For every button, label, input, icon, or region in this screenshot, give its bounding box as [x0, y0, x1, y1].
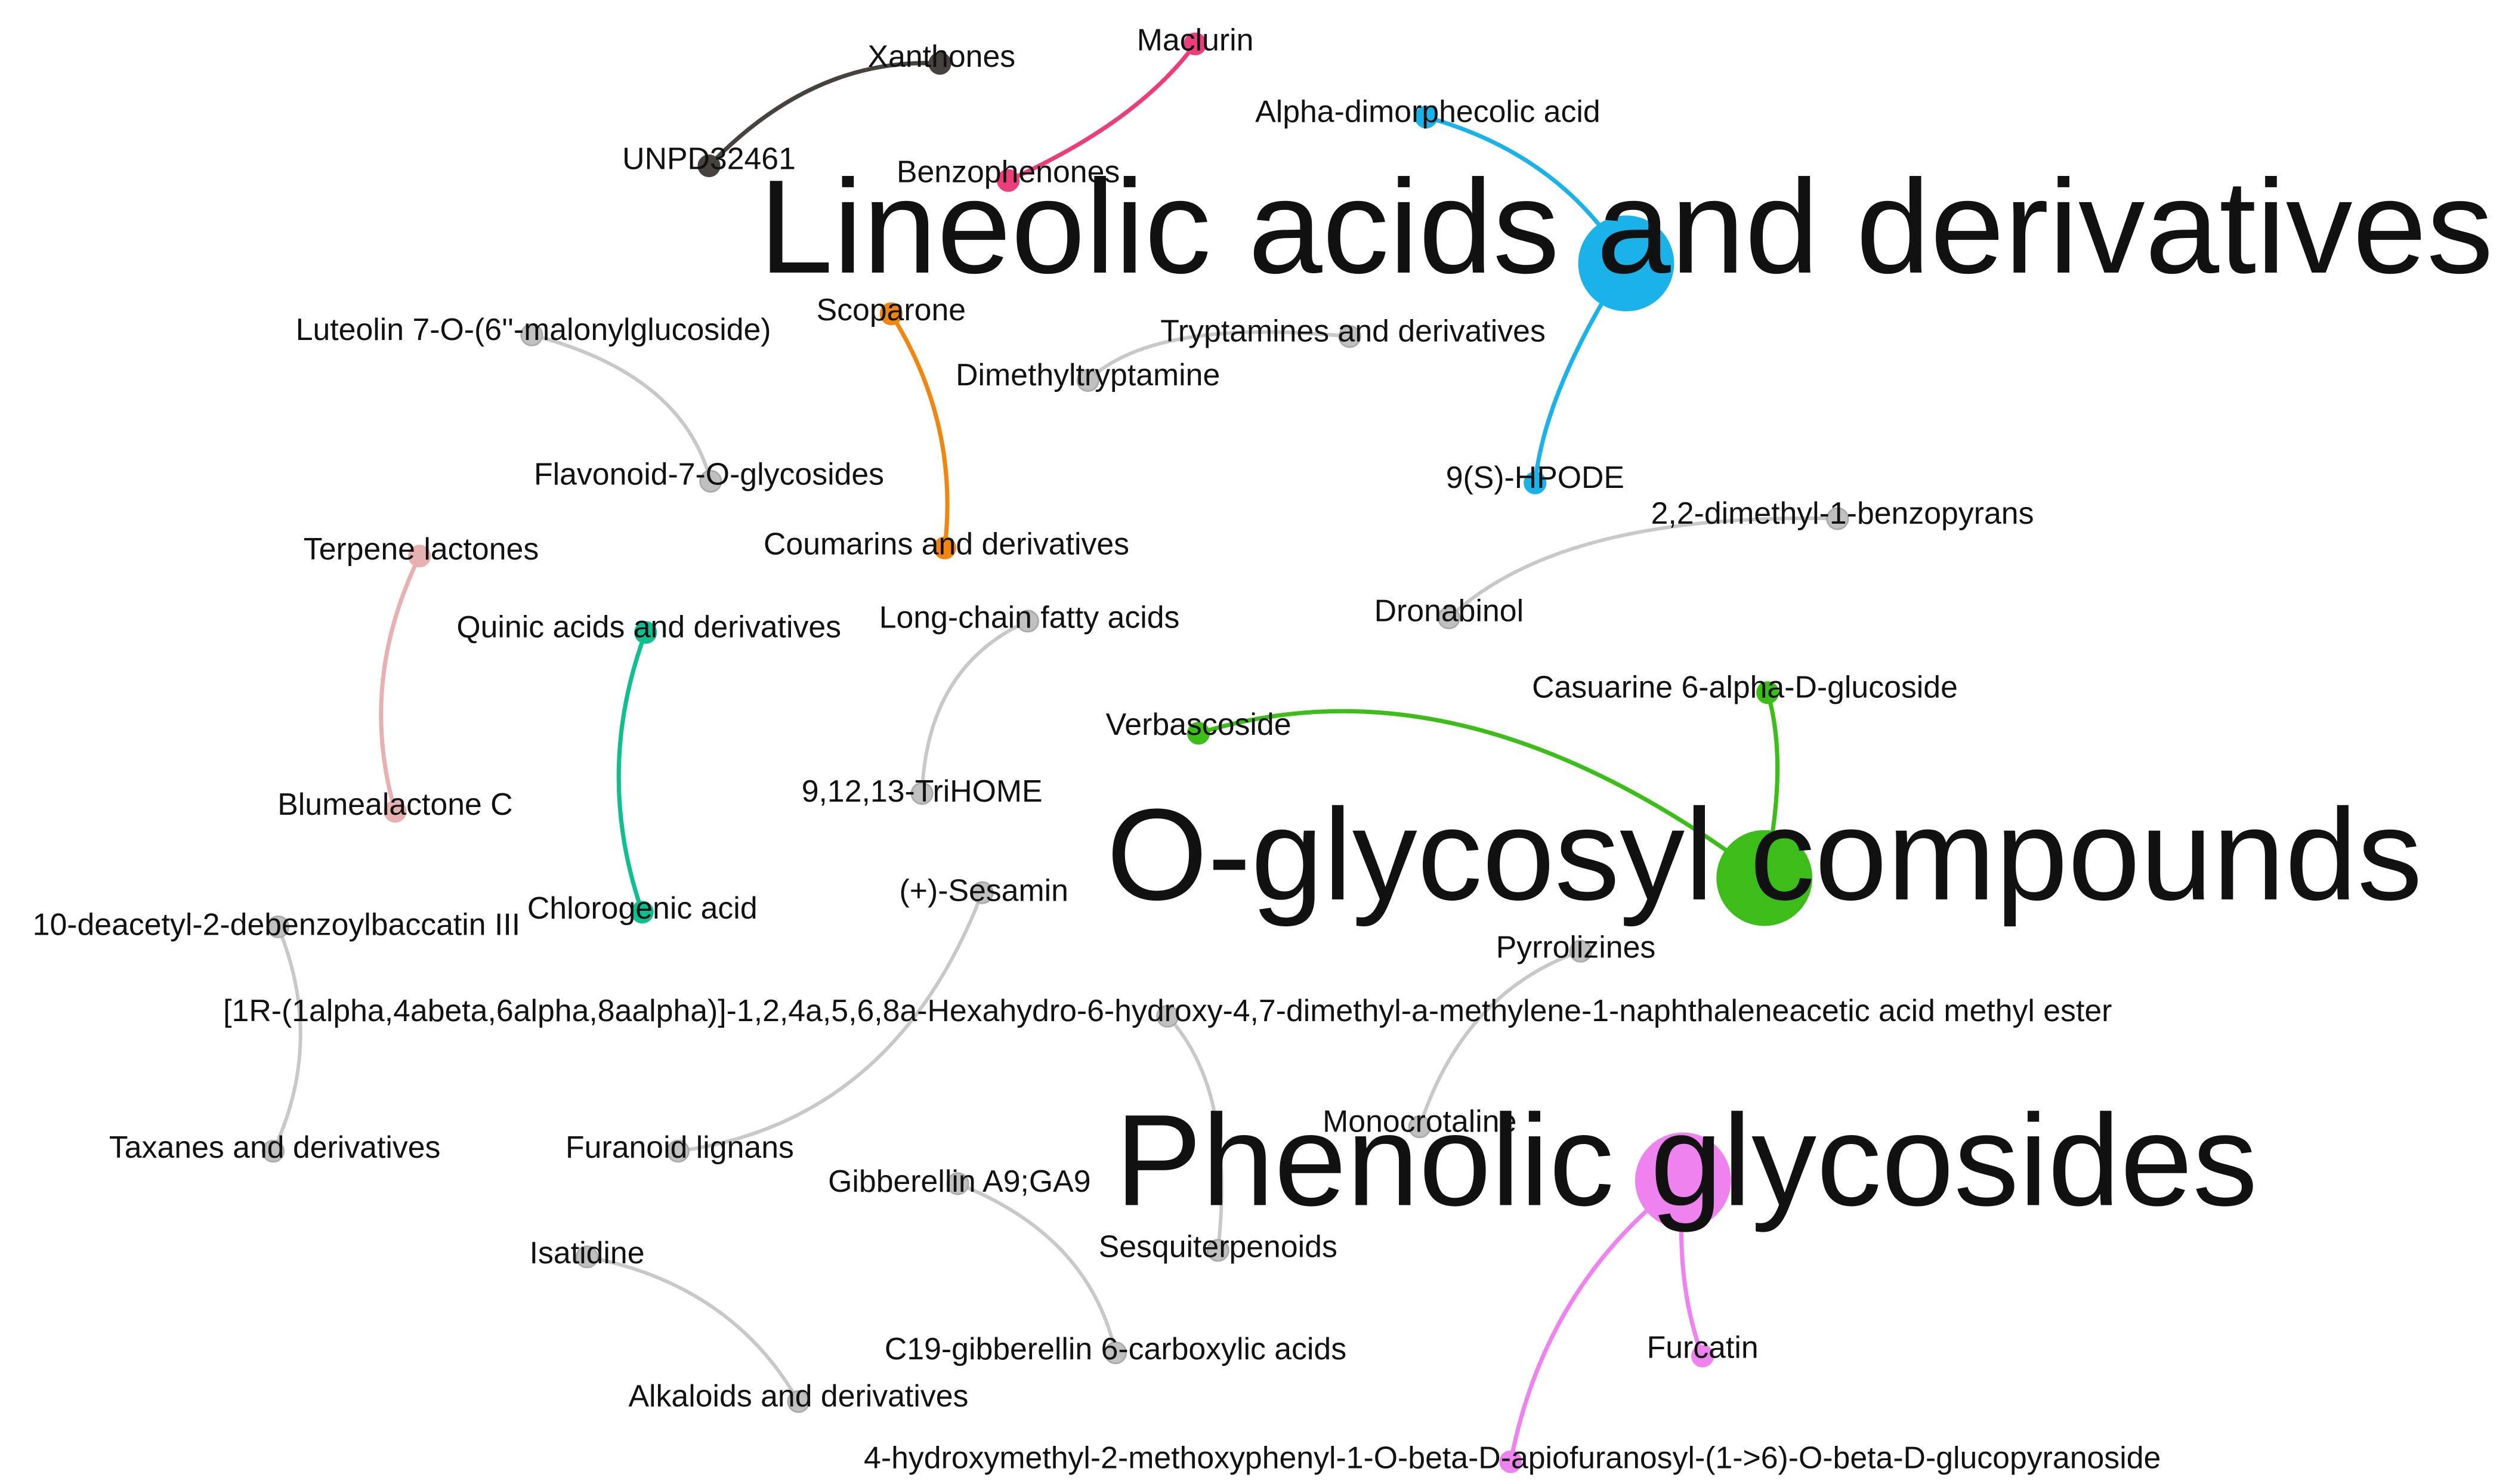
node-flavonoid[interactable] [699, 469, 722, 493]
edge-benzopyrans-dronabinol [1447, 517, 1838, 620]
node-trihome[interactable] [910, 782, 934, 805]
label-sesamin: (+)-Sesamin [900, 873, 1068, 907]
label-c19: C19-gibberellin 6-carboxylic acids [885, 1331, 1346, 1366]
edge-hexahydro-sesquiterpenoids [1166, 1015, 1223, 1251]
label-verbascoside: Verbascoside [1106, 707, 1292, 741]
edge-terpene-blumea [379, 555, 422, 812]
node-maclurin[interactable] [1184, 32, 1207, 55]
label-longchain: Long-chain fatty acids [879, 599, 1180, 634]
node-deacetyl[interactable] [267, 915, 290, 938]
edge-tryptamines-dmt [1086, 330, 1350, 382]
label-xanthones: Xanthones [868, 39, 1016, 73]
label-casuarine: Casuarine 6-alpha-D-glucoside [1532, 670, 1958, 704]
node-unpd[interactable] [697, 154, 721, 178]
label-pyrrolizines: Pyrrolizines [1496, 930, 1656, 964]
label-maclurin: Maclurin [1137, 23, 1254, 57]
node-verbascoside[interactable] [1187, 722, 1210, 745]
label-furcatin: Furcatin [1647, 1330, 1759, 1364]
label-gibberellin: Gibberellin A9;GA9 [828, 1164, 1090, 1198]
node-dmt[interactable] [1076, 369, 1099, 392]
node-longchain[interactable] [1016, 610, 1039, 633]
node-sesamin[interactable] [971, 881, 994, 904]
node-hydroxymethyl[interactable] [1499, 1450, 1522, 1473]
edge-pyrrolizines-monocrotaline [1417, 949, 1581, 1128]
label-dmt: Dimethyltryptamine [956, 357, 1220, 392]
node-taxanes[interactable] [261, 1139, 285, 1163]
label-trihome: 9,12,13-TriHOME [802, 774, 1043, 808]
edge-isatidine-alkaloids [586, 1255, 801, 1403]
label-flavonoid: Flavonoid-7-O-glycosides [534, 456, 884, 491]
label-dronabinol: Dronabinol [1374, 593, 1524, 627]
node-c19[interactable] [1104, 1341, 1127, 1365]
node-furcatin[interactable] [1691, 1344, 1714, 1368]
node-coumarins[interactable] [933, 536, 956, 559]
node-benzophenones[interactable] [997, 169, 1020, 192]
node-furanoid[interactable] [666, 1139, 690, 1163]
edge-gibberellin-c19 [957, 1182, 1117, 1353]
label-hydroxymethyl: 4-hydroxymethyl-2-methoxyphenyl-1-O-beta… [864, 1440, 2161, 1475]
edge-xanthones-unpd [707, 61, 940, 168]
label-hpode: 9(S)-HPODE [1446, 460, 1624, 494]
label-scoparone: Scoparone [817, 292, 966, 327]
label-blumea: Blumealactone C [277, 787, 512, 821]
node-tryptamines[interactable] [1338, 325, 1361, 348]
node-oglyco[interactable] [1716, 830, 1813, 926]
edge-verbascoside-oglyco [1198, 709, 1766, 880]
edge-quinic-chlorogenic [616, 632, 648, 913]
edge-sesamin-furanoid [678, 892, 984, 1153]
node-benzopyrans[interactable] [1826, 507, 1849, 530]
label-hexahydro: [1R-(1alpha,4abeta,6alpha,8aalpha)]-1,2,… [223, 993, 2112, 1028]
node-pyrrolizines[interactable] [1569, 939, 1592, 963]
edge-luteolin-flavonoid [531, 333, 713, 482]
node-monocrotaline[interactable] [1408, 1115, 1431, 1139]
node-isatidine[interactable] [576, 1245, 599, 1269]
label-tryptamines: Tryptamines and derivatives [1160, 314, 1546, 348]
node-alpha_dimorph[interactable] [1414, 106, 1438, 129]
nodes-layer [261, 32, 1849, 1473]
node-chlorogenic[interactable] [631, 901, 654, 924]
node-casuarine[interactable] [1756, 681, 1779, 704]
node-hexahydro[interactable] [1156, 1004, 1179, 1028]
label-benzopyrans: 2,2-dimethyl-1-benzopyrans [1651, 496, 2034, 530]
edge-scoparone-coumarins [889, 313, 950, 549]
label-terpene: Terpene lactones [304, 531, 539, 566]
node-gibberellin[interactable] [946, 1172, 969, 1195]
label-unpd: UNPD32461 [622, 141, 796, 176]
node-quinic[interactable] [634, 621, 657, 644]
node-terpene[interactable] [408, 545, 431, 568]
node-phenolic[interactable] [1635, 1132, 1731, 1229]
node-xanthones[interactable] [928, 52, 951, 75]
edge-deacetyl-taxanes [271, 926, 302, 1152]
label-luteolin: Luteolin 7-O-(6''-malonylglucoside) [296, 312, 771, 347]
node-lineolic[interactable] [1578, 215, 1674, 312]
labels-layer: Lineolic acids and derivatives Alpha-dimo… [33, 23, 2494, 1475]
node-dronabinol[interactable] [1437, 606, 1460, 629]
edge-maclurin-benzophenones [1007, 42, 1197, 183]
label-deacetyl: 10-deacetyl-2-debenzoylbaccatin III [33, 907, 520, 942]
label-coumarins: Coumarins and derivatives [764, 527, 1129, 561]
label-phenolic: Phenolic glycosides [1115, 1088, 2257, 1233]
node-scoparone[interactable] [879, 302, 903, 326]
label-taxanes: Taxanes and derivatives [109, 1130, 441, 1164]
label-sesquiterpenoids: Sesquiterpenoids [1099, 1229, 1337, 1263]
node-blumea[interactable] [384, 800, 407, 823]
label-alpha_dimorph: Alpha-dimorphecolic acid [1255, 94, 1601, 129]
label-isatidine: Isatidine [530, 1235, 645, 1270]
label-monocrotaline: Monocrotaline [1323, 1103, 1516, 1138]
label-lineolic: Lineolic acids and derivatives [759, 153, 2493, 301]
edge-longchain-trihome [920, 619, 1029, 794]
label-oglyco: O-glycosyl compounds [1107, 783, 2423, 928]
node-luteolin[interactable] [520, 323, 543, 347]
label-alkaloids: Alkaloids and derivatives [629, 1378, 969, 1413]
node-sesquiterpenoids[interactable] [1206, 1239, 1229, 1262]
node-alkaloids[interactable] [787, 1390, 810, 1413]
label-benzophenones: Benzophenones [897, 154, 1120, 188]
label-chlorogenic: Chlorogenic acid [527, 891, 758, 925]
label-quinic: Quinic acids and derivatives [456, 610, 841, 644]
node-hpode[interactable] [1524, 471, 1547, 494]
label-furanoid: Furanoid lignans [566, 1130, 794, 1164]
